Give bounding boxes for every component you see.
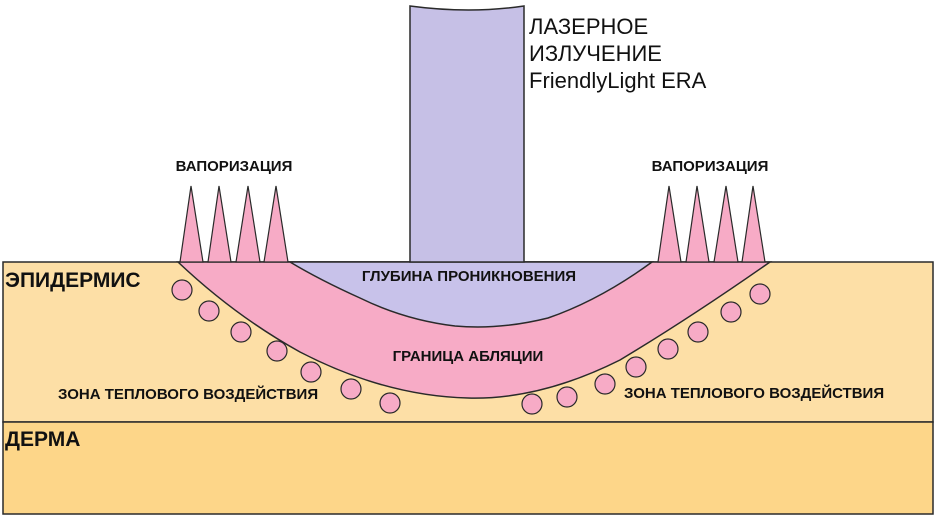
- vapor-spike: [685, 185, 710, 263]
- penetration-depth-label: ГЛУБИНА ПРОНИКНОВЕНИЯ: [362, 268, 576, 285]
- thermal-dot: [749, 283, 771, 305]
- thermal-dot: [625, 356, 647, 378]
- vaporization-label-right: ВАПОРИЗАЦИЯ: [652, 158, 769, 175]
- dermis-layer: [2, 421, 934, 515]
- thermal-dot: [171, 279, 193, 301]
- thermal-dot: [266, 340, 288, 362]
- vapor-spike: [657, 185, 682, 263]
- epidermis-label: ЭПИДЕРМИС: [5, 269, 141, 292]
- vapor-spike: [713, 185, 739, 263]
- laser-beam: [409, 5, 525, 263]
- vapor-spike: [235, 185, 261, 263]
- thermal-dot: [521, 393, 543, 415]
- vapor-spike: [741, 185, 766, 263]
- thermal-dot: [556, 386, 578, 408]
- ablation-zone: [176, 261, 773, 399]
- ablation-boundary-label: ГРАНИЦА АБЛЯЦИИ: [393, 348, 544, 365]
- vaporization-label-left: ВАПОРИЗАЦИЯ: [176, 158, 293, 175]
- laser-title-line2: ИЗЛУЧЕНИЕ: [529, 41, 662, 66]
- laser-title-line1: ЛАЗЕРНОЕ: [529, 14, 648, 39]
- thermal-zone-label-left: ЗОНА ТЕПЛОВОГО ВОЗДЕЙСТВИЯ: [58, 385, 318, 403]
- vapor-spike: [263, 185, 289, 263]
- thermal-dot: [230, 321, 252, 343]
- thermal-dot: [657, 338, 679, 360]
- vapor-spikes-right: [657, 185, 766, 263]
- thermal-dot: [340, 378, 362, 400]
- vapor-spikes-left: [179, 185, 289, 263]
- penetration-zone: [287, 261, 655, 328]
- thermal-zone-label-right: ЗОНА ТЕПЛОВОГО ВОЗДЕЙСТВИЯ: [624, 384, 884, 402]
- vapor-spike: [207, 185, 232, 263]
- thermal-dot: [594, 373, 616, 395]
- thermal-dot: [198, 300, 220, 322]
- thermal-dot: [720, 301, 742, 323]
- vapor-spike: [179, 185, 204, 263]
- thermal-dot: [379, 392, 401, 414]
- thermal-dot: [687, 321, 709, 343]
- dermis-label: ДЕРМА: [5, 428, 80, 451]
- thermal-dots: [171, 279, 771, 415]
- thermal-dot: [300, 361, 322, 383]
- laser-title-line3: FriendlyLight ERA: [529, 68, 707, 93]
